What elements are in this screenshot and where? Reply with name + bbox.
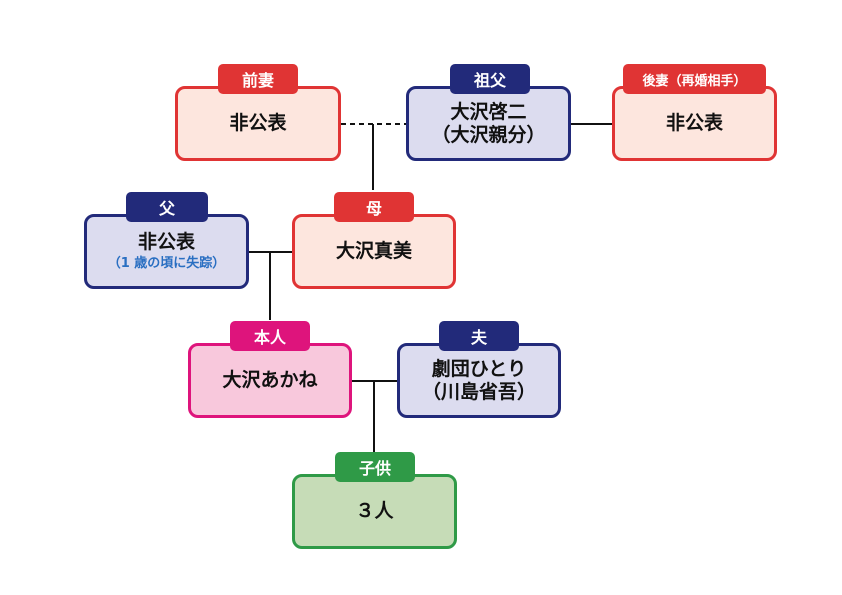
- father-box: 非公表 （1 歳の頃に失踪）: [84, 214, 249, 289]
- mother-box: 大沢真美: [292, 214, 456, 289]
- husband-alias: （川島省吾）: [421, 380, 536, 403]
- later-wife-name: 非公表: [665, 112, 723, 135]
- children-count: ３人: [355, 500, 394, 523]
- father-name: 非公表: [137, 231, 195, 254]
- father-note: （1 歳の頃に失踪）: [107, 256, 226, 272]
- husband-box: 劇団ひとり （川島省吾）: [397, 343, 561, 418]
- grandfather-box: 大沢啓二 （大沢親分）: [406, 86, 571, 161]
- father-tag: 父: [126, 192, 208, 222]
- grandfather-alias: （大沢親分）: [431, 123, 546, 146]
- self-box: 大沢あかね: [188, 343, 352, 418]
- mother-name: 大沢真美: [335, 240, 412, 263]
- self-tag: 本人: [230, 321, 310, 351]
- husband-tag: 夫: [439, 321, 519, 351]
- children-box: ３人: [292, 474, 457, 549]
- children-tag: 子供: [335, 452, 415, 482]
- ex-wife-box: 非公表: [175, 86, 341, 161]
- later-wife-tag: 後妻（再婚相手）: [623, 64, 766, 94]
- ex-wife-name: 非公表: [229, 112, 287, 135]
- mother-tag: 母: [334, 192, 414, 222]
- later-wife-box: 非公表: [612, 86, 777, 161]
- grandfather-tag: 祖父: [450, 64, 530, 94]
- self-name: 大沢あかね: [222, 369, 318, 392]
- ex-wife-tag: 前妻: [218, 64, 298, 94]
- husband-name: 劇団ひとり: [431, 357, 527, 380]
- grandfather-name: 大沢啓二: [450, 100, 527, 123]
